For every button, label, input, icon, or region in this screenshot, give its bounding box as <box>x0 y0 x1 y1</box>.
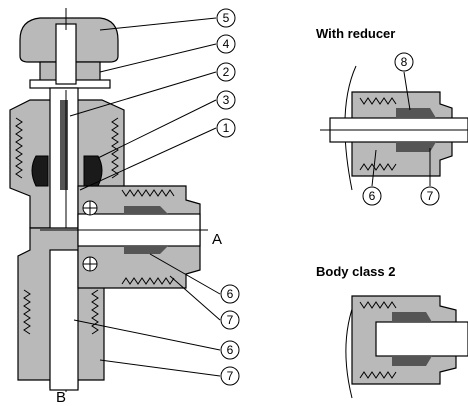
callout-4-text: 4 <box>223 37 230 51</box>
callout-4: 4 <box>216 34 236 54</box>
callout-7-upper-text: 7 <box>227 313 234 327</box>
reducer-callout-6-text: 6 <box>369 189 376 203</box>
main-valve-drawing <box>9 8 221 392</box>
callout-6-lower-text: 6 <box>227 343 234 357</box>
port-b-label: B <box>56 389 66 406</box>
reducer-callout-7-text: 7 <box>427 189 434 203</box>
reducer-detail-drawing <box>320 65 468 191</box>
callout-6-upper: 6 <box>220 284 240 304</box>
body-class-2-title: Body class 2 <box>316 264 396 279</box>
reducer-callout-7: 7 <box>420 186 440 206</box>
callout-6-upper-text: 6 <box>227 287 234 301</box>
with-reducer-title: With reducer <box>316 26 395 41</box>
callout-1: 1 <box>216 118 236 138</box>
callout-5: 5 <box>216 8 236 28</box>
reducer-callout-8-text: 8 <box>401 55 408 69</box>
reducer-callout-6: 6 <box>362 186 382 206</box>
packing-seal-left <box>31 155 49 187</box>
callout-3-text: 3 <box>223 93 230 107</box>
stem-core <box>60 100 68 190</box>
callout-7-lower-text: 7 <box>227 369 234 383</box>
callout-6-lower: 6 <box>220 340 240 360</box>
callout-7-lower: 7 <box>220 366 240 386</box>
callout-7-upper: 7 <box>220 310 240 330</box>
callout-2-text: 2 <box>223 65 230 79</box>
callout-5-text: 5 <box>223 11 230 25</box>
callout-1-text: 1 <box>223 121 230 135</box>
callout-3: 3 <box>216 90 236 110</box>
body-class-2-detail-drawing <box>345 295 468 399</box>
port-a-label: A <box>212 231 222 248</box>
callout-2: 2 <box>216 62 236 82</box>
reducer-callout-8: 8 <box>394 52 414 72</box>
